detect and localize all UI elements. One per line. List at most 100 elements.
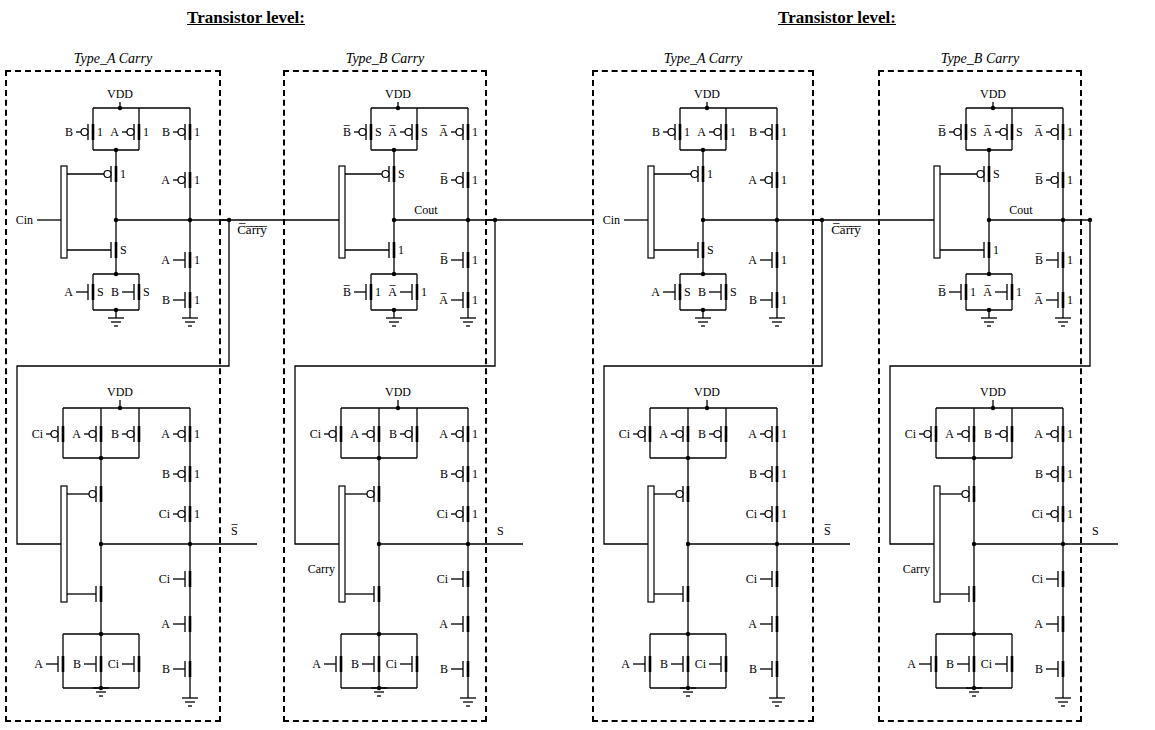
signal-label: Carry <box>903 563 930 576</box>
signal-label: S <box>120 244 127 257</box>
signal-label: S <box>375 126 382 139</box>
pmos-bubble <box>178 129 185 136</box>
wire <box>940 493 962 494</box>
pmos-bubble <box>676 431 683 438</box>
signal-label: A <box>907 658 916 671</box>
wire <box>687 502 688 508</box>
wire <box>378 580 379 586</box>
signal-label: 1 <box>970 286 976 299</box>
junction-dot <box>377 456 381 460</box>
section-title: Transistor level: <box>187 8 305 28</box>
wire <box>725 140 726 146</box>
transistor-channel <box>973 656 976 672</box>
wire <box>295 220 495 544</box>
junction-dot <box>987 308 991 312</box>
transistor-channel <box>416 426 419 442</box>
wire <box>776 274 777 286</box>
wire <box>702 188 703 220</box>
wire <box>995 433 1000 434</box>
transistor-channel <box>62 656 65 672</box>
wire <box>776 140 777 146</box>
wire <box>467 118 468 124</box>
wire <box>776 448 777 460</box>
transistor-channel <box>776 124 779 140</box>
wire <box>370 140 371 146</box>
junction-dot <box>396 106 400 110</box>
wire <box>649 678 650 688</box>
junction-dot <box>392 148 396 152</box>
transistor-channel <box>92 284 95 300</box>
wire <box>416 140 417 146</box>
signal-label: B̅ <box>440 174 448 187</box>
wire <box>100 602 101 608</box>
wire <box>776 420 777 426</box>
wire <box>400 663 412 664</box>
signal-label: VDD <box>385 386 411 399</box>
wire <box>173 623 185 624</box>
signal-label: B̅ <box>343 126 351 139</box>
signal-label: A <box>748 254 757 267</box>
signal-label: 1 <box>120 168 126 181</box>
wire <box>345 249 389 250</box>
wire <box>1062 274 1063 286</box>
wire <box>725 448 726 458</box>
transistor-channel <box>467 661 470 677</box>
junction-dot <box>377 686 381 690</box>
wire <box>345 493 367 494</box>
transistor-channel <box>776 506 779 522</box>
wire <box>17 220 229 544</box>
wire <box>940 173 977 174</box>
signal-label: 1 <box>194 508 200 521</box>
wire <box>1011 108 1012 118</box>
signal-label: A <box>659 428 668 441</box>
signal-label: B <box>389 428 397 441</box>
transistor-channel <box>702 166 705 182</box>
transistor-channel <box>776 571 779 587</box>
wire <box>935 442 936 448</box>
signal-label: S <box>143 286 150 299</box>
junction-dot <box>987 148 991 152</box>
transistor-channel <box>393 166 396 182</box>
transistor-channel <box>189 661 192 677</box>
wire <box>400 291 412 292</box>
pmos-bubble <box>178 177 185 184</box>
signal-label: Ci <box>310 428 321 441</box>
wire <box>1062 286 1063 292</box>
transistor-channel <box>370 124 373 140</box>
signal-label: A <box>1034 618 1043 631</box>
wire <box>115 236 116 242</box>
transistor-channel <box>725 284 728 300</box>
wire <box>467 108 468 118</box>
signal-label: B <box>162 294 170 307</box>
junction-dot <box>701 308 705 312</box>
gate-bus <box>339 486 345 602</box>
transistor-channel <box>467 252 470 268</box>
wire <box>467 308 468 314</box>
signal-label: Ci <box>386 658 397 671</box>
wire <box>189 146 190 166</box>
signal-label: A <box>72 428 81 441</box>
wire <box>776 610 777 616</box>
wire <box>725 420 726 426</box>
wire <box>100 544 101 580</box>
wire <box>1062 308 1063 314</box>
wire <box>189 166 190 172</box>
signal-label: B <box>749 126 757 139</box>
wire <box>1011 278 1012 284</box>
transistor-channel <box>687 656 690 672</box>
wire <box>769 697 785 698</box>
signal-label: Ci <box>159 508 170 521</box>
signal-label: 1 <box>1067 508 1073 521</box>
wire <box>1011 448 1012 458</box>
pmos-bubble <box>765 177 772 184</box>
gate-bus <box>61 486 67 602</box>
transistor-channel <box>189 426 192 442</box>
wire <box>370 274 371 278</box>
wire <box>702 220 703 236</box>
wire <box>173 259 185 260</box>
wire <box>92 118 93 124</box>
wire <box>1062 268 1063 274</box>
wire <box>760 578 772 579</box>
pmos-bubble <box>178 431 185 438</box>
transistor-channel <box>687 486 690 502</box>
